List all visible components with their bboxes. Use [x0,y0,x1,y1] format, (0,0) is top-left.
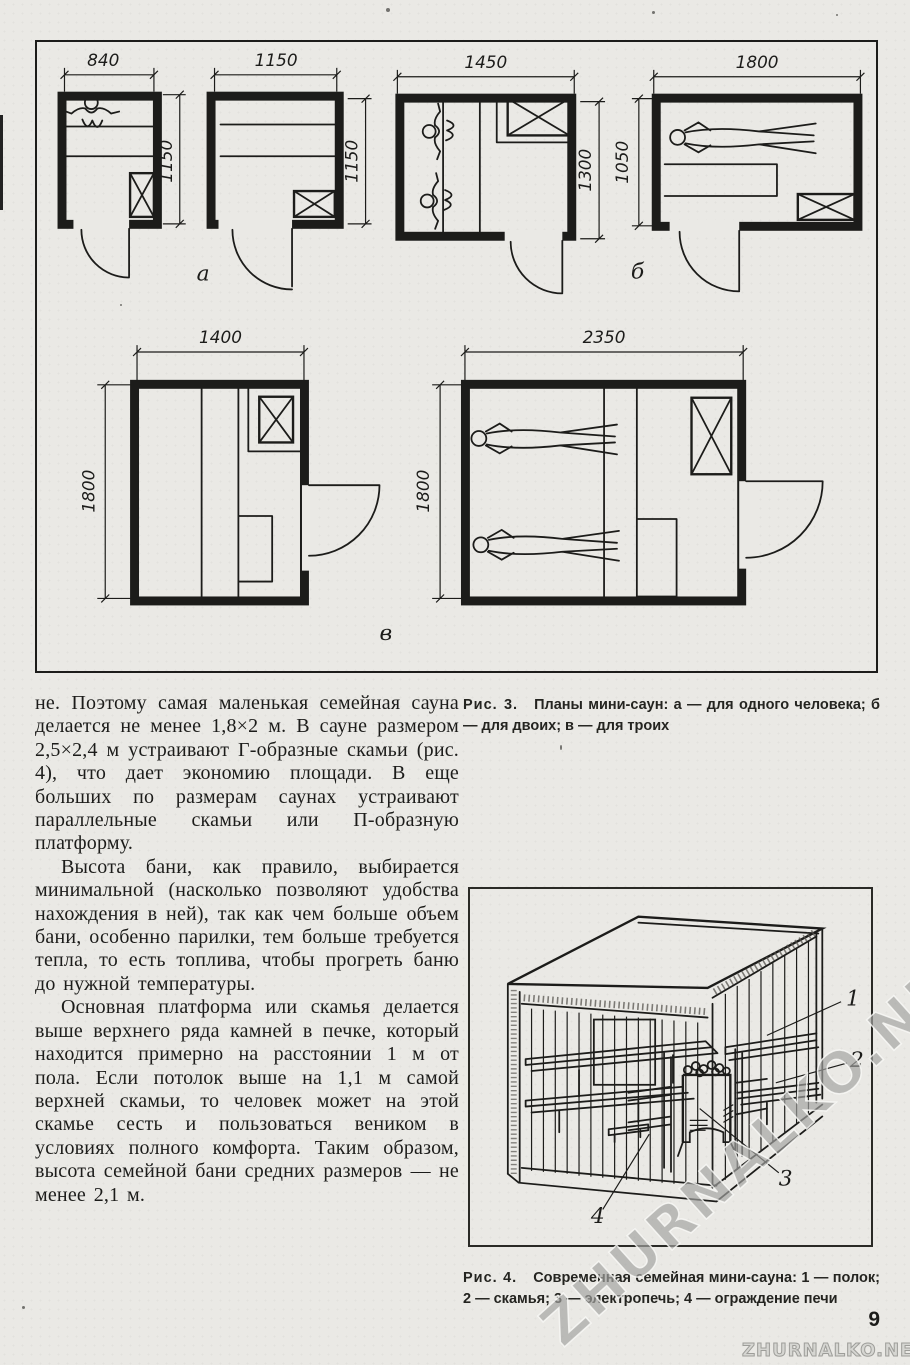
scan-speck [22,1306,25,1309]
plan-a1-stove [128,171,156,219]
figure3-caption-text: Планы мини-саун: а — для одного человека… [463,697,880,734]
dim-b1-height: 1300 [575,149,595,192]
sauna-stove [677,1060,739,1157]
dim-a1-height: 1150 [156,140,176,183]
plan-a2-walls [206,91,344,229]
plan-a2-door [231,227,293,291]
dim-v2-height: 1800 [413,470,433,513]
scan-edge-artifact [0,115,3,210]
figure4-caption-label: Рис. 4. [463,1270,518,1286]
plan-b2: 1800 1050 [612,52,865,293]
figure3-caption: Рис. 3.Планы мини-саун: а — для одного ч… [463,695,880,736]
figure3-plans-frame: 840 1150 1150 1150 а [35,40,878,673]
person-seated [62,95,121,128]
figure4-caption-text: Современная семейная мини-сауна: 1 — пол… [463,1270,880,1307]
plan-b1: 1450 1300 [392,52,606,295]
plan-a1-benches [65,125,154,158]
figure4-drawing-frame: 1 2 3 4 [468,887,873,1247]
plan-v2-stove [690,396,733,476]
plan-group-label-v: в [379,621,392,646]
plan-v2-door [745,480,824,559]
plan-a2-benches [219,123,336,158]
stove-body [681,1073,732,1143]
plan-v1-door [308,484,381,557]
sauna-benches [524,1032,822,1144]
person-lying [470,422,618,456]
dim-v1-width: 1400 [199,327,242,347]
dim-a1-width: 840 [87,50,119,70]
plan-b1-stove [495,97,571,144]
plan-a2-stove [292,189,336,219]
plan-v2-benches [603,387,678,598]
dim-b2-height: 1050 [612,141,632,184]
person-lying [669,121,817,155]
body-text-column: не. Поэтому самая маленькая семейная сау… [35,692,459,1207]
figure4-sauna-cutaway: 1 2 3 4 [506,915,864,1230]
dim-a2-height: 1150 [342,140,362,183]
dim-v1-height: 1800 [78,470,98,513]
figure3-caption-label: Рис. 3. [463,697,519,713]
plan-v1-stove [247,387,301,453]
dim-v2-width: 2350 [583,327,626,347]
dim-a2-width: 1150 [255,50,298,70]
scan-speck [560,745,562,750]
body-paragraph: Основная платформа или скамья делается в… [35,996,459,1206]
plan-a1-walls [57,91,162,229]
scan-speck [120,304,122,306]
sauna-box [506,915,827,1203]
plan-b2-door [678,229,741,293]
plan-b1-walls [395,93,577,241]
part-callouts: 1 2 3 4 [590,987,864,1230]
body-paragraph: не. Поэтому самая маленькая семейная сау… [35,692,459,855]
page-number: 9 [868,1308,880,1331]
body-paragraph: Высота бани, как правило, выбирается мин… [35,855,459,995]
person-seated [419,172,453,230]
figure3-plans-drawing: 840 1150 1150 1150 а [57,50,865,646]
plan-a2: 1150 1150 [206,50,372,291]
callout-2: 2 [849,1048,864,1073]
plan-group-label-b: б [631,259,645,284]
figure4-caption: Рис. 4.Современная семейная мини-сауна: … [463,1268,880,1309]
plan-b1-benches [442,101,481,233]
scan-speck [836,14,838,16]
scan-speck [652,11,655,14]
plan-b1-door [509,239,564,295]
plan-b2-benches [663,163,778,197]
callout-3: 3 [779,1167,793,1192]
stove-guard [627,1048,768,1173]
plan-v1-benches [200,387,274,598]
plan-group-label-a: а [197,261,210,286]
dim-b1-width: 1450 [464,52,507,72]
plan-a1: 840 1150 [57,50,186,279]
plan-v2: 2350 1800 [413,327,824,606]
watermark-corner: ZHURNALKO.NET [742,1340,910,1362]
plan-b2-walls [651,93,863,231]
person-seated [421,102,455,161]
plan-b2-stove [796,192,856,222]
person-lying [472,529,620,562]
callout-4: 4 [590,1204,605,1229]
plan-v1: 1400 1800 [78,327,381,606]
plan-a1-door [80,227,130,279]
callout-1: 1 [846,987,860,1012]
dim-b2-width: 1800 [736,52,779,72]
scan-speck [386,8,390,12]
